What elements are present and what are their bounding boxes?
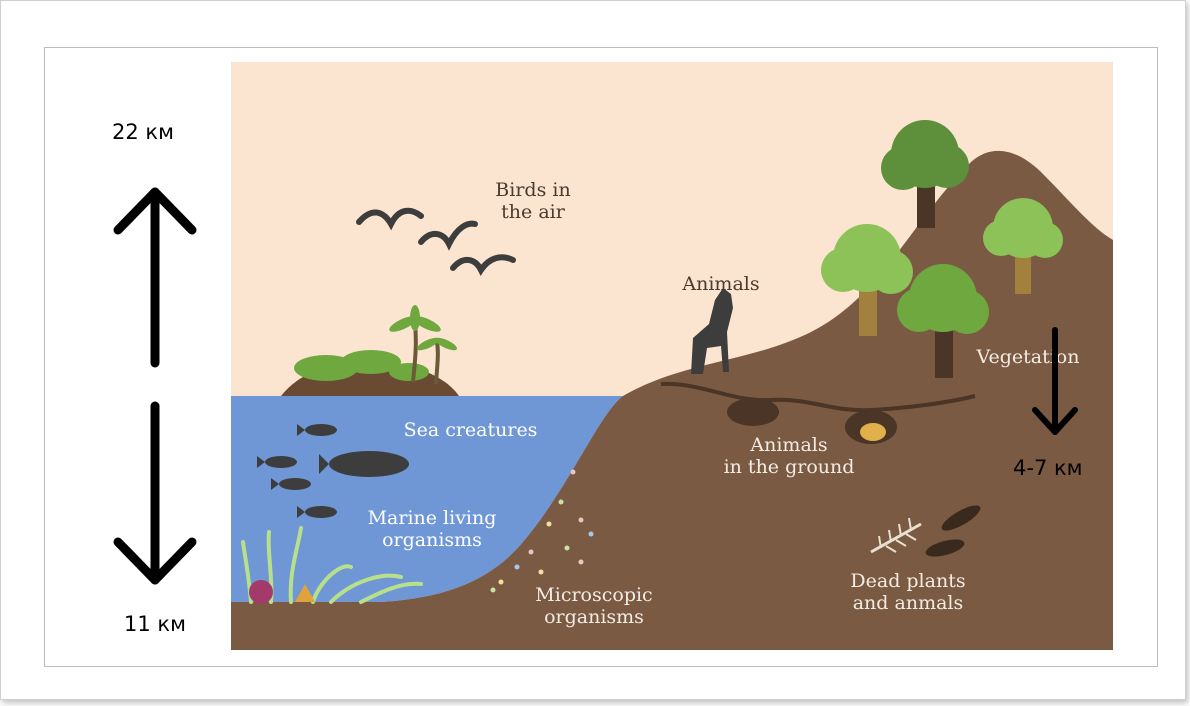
scale-right-label: 4-7 км — [1013, 456, 1083, 480]
label-sea-creatures: Sea creatures — [398, 419, 543, 441]
label-animals-ground: Animals in the ground — [712, 434, 866, 478]
scale-bottom-label: 11 км — [124, 612, 186, 636]
label-dead-matter: Dead plants and anmals — [842, 570, 974, 614]
label-vegetation: Vegetation — [969, 346, 1087, 368]
label-marine-organisms: Marine living organisms — [358, 507, 506, 551]
label-animals: Animals — [676, 273, 766, 295]
label-birds: Birds in the air — [493, 179, 573, 223]
scale-top-label: 22 км — [112, 120, 174, 144]
label-microscopic: Microscopic organisms — [524, 584, 664, 628]
